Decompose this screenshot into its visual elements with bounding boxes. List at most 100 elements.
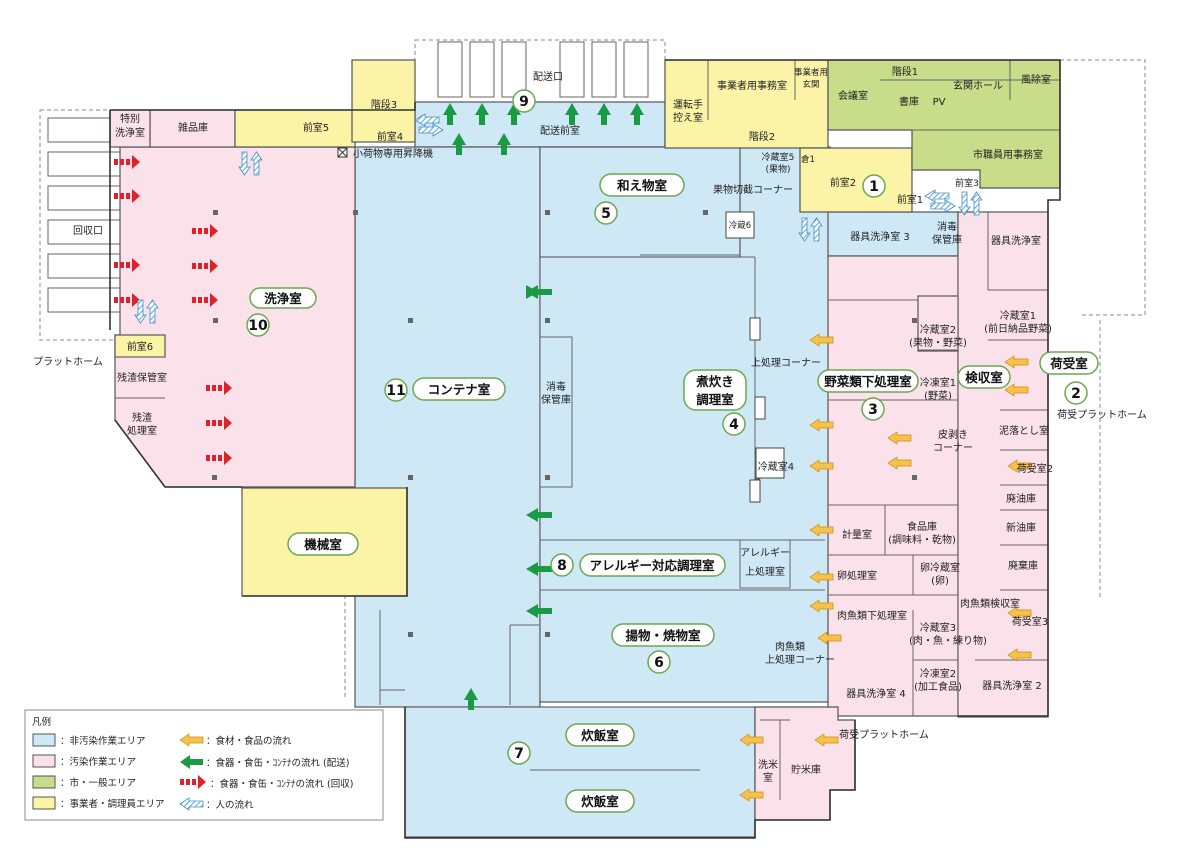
lbl-allergy-ue2: 上処理室	[745, 565, 785, 578]
label-allergy: アレルギー対応調理室	[589, 558, 715, 573]
lbl-shokuhin2: (調味料・乾物)	[888, 533, 956, 546]
lbl-reito1b: (野菜)	[924, 390, 952, 402]
lbl-reizo3a: 冷蔵室3	[920, 621, 956, 634]
legend-red-arrow-icon	[180, 775, 206, 789]
lbl-senmai2: 室	[763, 771, 773, 784]
people-arrows	[134, 113, 983, 324]
lbl-kaidan2: 階段2	[749, 130, 775, 143]
lbl-kigu4: 器具洗浄室 4	[846, 687, 906, 700]
lbl-jigyosha-genkan2: 玄関	[802, 79, 819, 90]
label-nitaki2: 調理室	[696, 392, 734, 407]
lbl-allergy-ue1: アレルギー	[740, 547, 790, 559]
lbl-shinyuko: 新油庫	[1006, 521, 1036, 534]
legend-swatch-yellow	[32, 796, 56, 810]
lbl-reizo4: 冷蔵室4	[758, 460, 794, 473]
label-suihan1: 炊飯室	[581, 728, 619, 743]
label-senjo: 洗浄室	[264, 291, 302, 306]
legend-swatch-blue	[32, 733, 56, 747]
lbl-reito2a: 冷凍室2	[920, 667, 956, 680]
lbl-untenshu2: 控え室	[673, 111, 703, 124]
label-container: コンテナ室	[428, 382, 491, 397]
lbl-tokubetsu2: 洗浄室	[115, 126, 145, 139]
num-3: 3	[868, 402, 878, 418]
lbl-shodoku2: 保管庫	[932, 233, 962, 246]
num-6: 6	[654, 655, 664, 671]
lbl-kawamuki1: 皮剥き	[938, 428, 968, 441]
blue-areas	[354, 101, 959, 838]
lbl-nikugyo-kenshu: 肉魚類検収室	[960, 597, 1020, 610]
legend-pink: ：汚染作業エリア	[60, 756, 136, 768]
legend-orange-arrow-icon	[179, 733, 204, 747]
lbl-haisouzenshitsu: 配送前室	[540, 124, 580, 137]
lbl-reizo2b: (果物・野菜)	[909, 336, 967, 349]
lbl-chomaiko: 貯米庫	[791, 763, 821, 776]
lbl-kawamuki2: コーナー	[933, 442, 973, 454]
lbl-soko1: 倉1	[801, 154, 815, 165]
equipment	[725, 211, 785, 503]
lbl-shishokuin: 市職員用事務室	[973, 148, 1043, 161]
lbl-furo: 風除室	[1021, 73, 1051, 86]
collection-arrows	[114, 155, 232, 465]
label-yasai: 野菜類下処理室	[824, 374, 912, 389]
legend-blue: ：非汚染作業エリア	[60, 735, 146, 747]
legend-green: ：市・一般エリア	[60, 777, 136, 789]
lbl-zansa2: 処理室	[127, 424, 157, 437]
num-9: 9	[519, 94, 529, 110]
lbl-haikiko: 廃棄庫	[1008, 559, 1038, 572]
columns	[212, 210, 917, 637]
lbl-zansa-hokan: 残渣保管室	[117, 371, 167, 384]
label-suihan2: 炊飯室	[581, 794, 619, 809]
lbl-kaidan1: 階段1	[892, 65, 918, 78]
lbl-kaishu: 回収口	[73, 225, 103, 237]
num-2: 2	[1071, 386, 1081, 402]
lbl-reizo1a: 冷蔵室1	[1000, 309, 1036, 322]
lbl-shokuhin1: 食品庫	[907, 520, 937, 533]
lbl-shodoku-hokan2: 保管庫	[541, 393, 571, 406]
num-1: 1	[869, 179, 879, 195]
lbl-zansa1: 残渣	[132, 411, 152, 424]
lbl-jigyosha-genkan1: 事業者用	[794, 67, 828, 78]
lbl-shodoku-hokan1: 消毒	[546, 380, 566, 393]
lbl-zakko: 雑品庫	[178, 121, 208, 134]
food-arrows	[739, 333, 1032, 802]
lbl-kigu2: 器具洗浄室 2	[982, 679, 1042, 692]
lbl-pv: PV	[933, 97, 946, 108]
lbl-reizo3b: (肉・魚・練り物)	[909, 634, 987, 647]
lbl-tokubetsu: 特別	[120, 113, 140, 125]
label-zenshitsu2: 前室2	[830, 176, 856, 189]
lbl-platform: プラットホーム	[33, 356, 103, 368]
legend-swatch-green	[32, 775, 56, 789]
legend-title: 凡例	[32, 716, 51, 728]
lbl-zenshitsu6: 前室6	[127, 340, 153, 353]
lbl-zenshitsu3: 前室3	[955, 177, 979, 189]
num-4: 4	[729, 417, 739, 433]
collection-yard	[39, 109, 141, 341]
lbl-reizo5a: 冷蔵室5	[762, 151, 795, 163]
legend-green-arrow: ：食器・食缶・ｺﾝﾃﾅの流れ (配送)	[206, 757, 349, 769]
legend-hatch-arrow-icon	[179, 797, 204, 811]
legend-green-arrow-icon	[180, 755, 203, 769]
legend-orange: ：食材・食品の流れ	[206, 735, 292, 747]
lbl-shodoku1: 消毒	[937, 220, 957, 233]
label-nitaki1: 煮炊き	[695, 374, 734, 389]
lbl-shoko: 書庫	[899, 95, 919, 108]
label-kenshu: 検収室	[965, 370, 1003, 385]
num-10: 10	[248, 318, 268, 334]
num-7: 7	[514, 746, 524, 762]
lbl-zenshitsu5: 前室5	[303, 121, 329, 134]
lbl-kigu3: 器具洗浄室 3	[850, 230, 910, 243]
lbl-kudamono: 果物切截コーナー	[713, 183, 793, 196]
lbl-kaigi: 会議室	[838, 89, 868, 102]
lbl-ueshori: 上処理コーナー	[751, 356, 821, 369]
lbl-kaidan3: 階段3	[371, 98, 397, 111]
lbl-genkan-hall: 玄関ホール	[953, 79, 1003, 92]
num-8: 8	[557, 558, 567, 574]
label-agemono: 揚物・焼物室	[625, 628, 701, 643]
lbl-senmai1: 洗米	[758, 758, 778, 771]
lbl-nikugyo-shita: 肉魚類下処理室	[837, 609, 907, 622]
delivery-trucks	[437, 41, 649, 98]
east-yard	[1060, 59, 1146, 316]
lbl-niuke-platform2: 荷受プラットホーム	[839, 729, 929, 741]
legend-red-arrow: ：食器・食缶・ｺﾝﾃﾅの流れ (回収)	[210, 778, 353, 790]
